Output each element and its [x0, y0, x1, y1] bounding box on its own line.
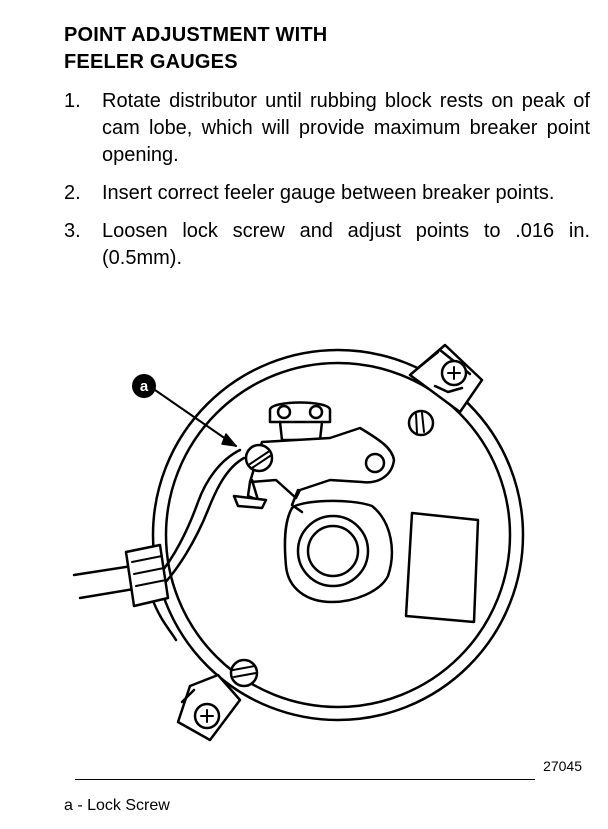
primary-wire	[72, 448, 246, 642]
callout-a-leader	[154, 389, 237, 447]
step-text: Rotate distributor until rubbing block r…	[102, 90, 590, 166]
instruction-list: 1. Rotate distributor until rubbing bloc…	[64, 88, 590, 283]
lock-screw	[244, 443, 274, 473]
breaker-point-arm	[232, 401, 396, 514]
distributor-illustration: a	[72, 343, 525, 742]
instruction-step: 3. Loosen lock screw and adjust points t…	[64, 218, 590, 272]
callout-a-marker: a	[132, 374, 156, 398]
instruction-step: 1. Rotate distributor until rubbing bloc…	[64, 88, 590, 169]
step-number: 1.	[64, 90, 81, 112]
heading-line-2: FEELER GAUGES	[64, 51, 238, 73]
wire-grommet	[124, 543, 170, 608]
distributor-cam	[283, 499, 394, 604]
step-text: Insert correct feeler gauge between brea…	[102, 182, 555, 204]
heading-line-1: POINT ADJUSTMENT WITH	[64, 24, 328, 46]
step-text: Loosen lock screw and adjust points to .…	[102, 220, 590, 269]
instruction-step: 2. Insert correct feeler gauge between b…	[64, 180, 590, 207]
mounting-clip-bottom	[176, 673, 242, 742]
legend-item: a - Lock Screw	[64, 797, 170, 814]
step-number: 2.	[64, 182, 81, 204]
legend-divider	[75, 779, 535, 780]
condenser	[404, 511, 480, 624]
callout-a-label: a	[140, 378, 149, 395]
figure-number: 27045	[543, 758, 582, 774]
plate-screw-bottom	[229, 658, 259, 688]
step-number: 3.	[64, 220, 81, 242]
plate-screw-top	[407, 409, 435, 437]
section-heading: POINT ADJUSTMENT WITH FEELER GAUGES	[64, 22, 327, 76]
mounting-clip-top	[408, 343, 484, 414]
